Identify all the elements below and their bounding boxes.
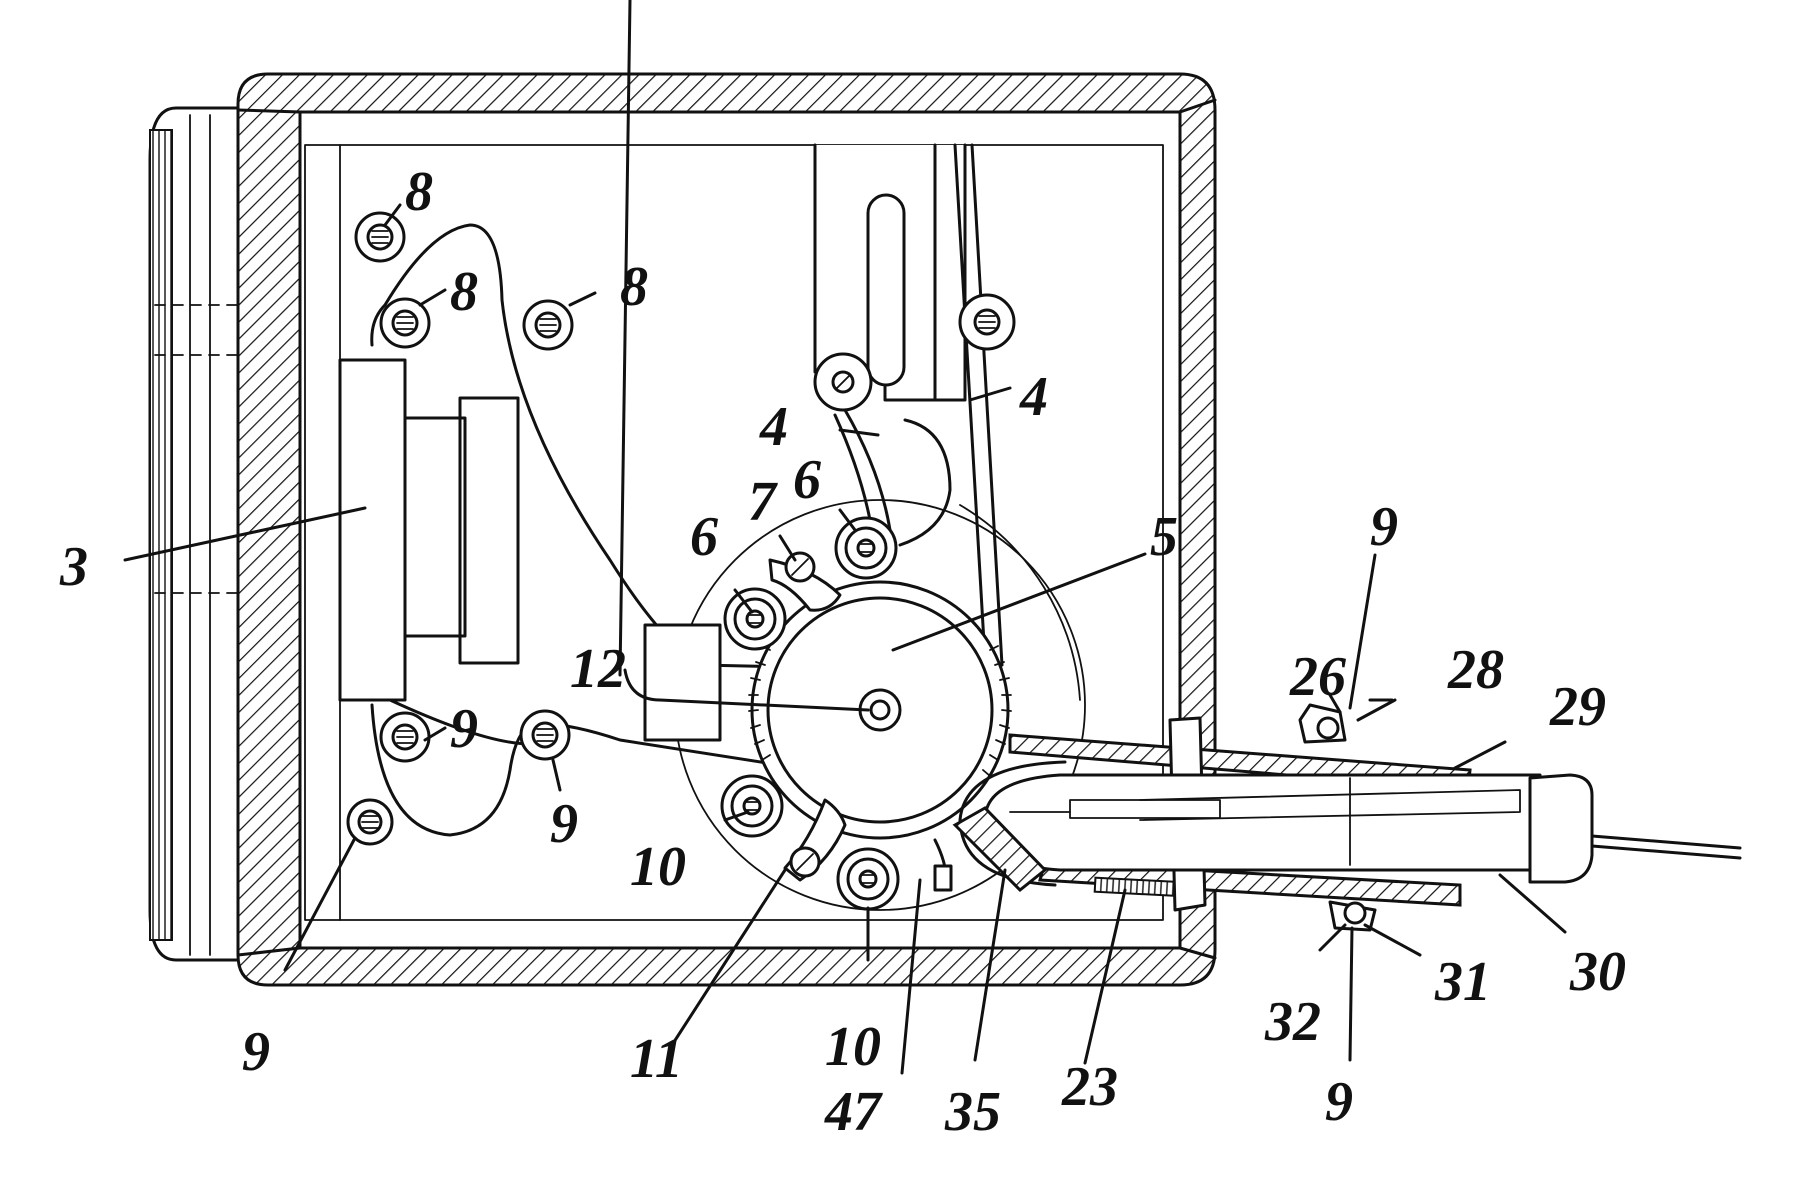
roller-6a — [723, 587, 787, 651]
roller-9c — [346, 798, 394, 846]
roller-8a — [354, 211, 406, 263]
label-5: 5 — [1150, 506, 1178, 568]
label-9-bottom-left: 9 — [242, 1021, 270, 1083]
roller-6b — [834, 516, 898, 580]
rollers — [346, 211, 1016, 911]
label-4-right: 4 — [1019, 366, 1048, 428]
label-4-left: 4 — [759, 396, 788, 458]
label-9-tube-top: 9 — [1370, 496, 1398, 558]
label-23: 23 — [1061, 1056, 1118, 1118]
label-26: 26 — [1289, 646, 1346, 708]
roller-10a — [720, 774, 784, 838]
reference-numerals: 3 4 4 5 6 6 7 8 8 8 9 9 9 9 9 10 10 11 1… — [59, 161, 1626, 1143]
roller-8b — [379, 297, 431, 349]
label-9-mid: 9 — [550, 793, 578, 855]
label-35: 35 — [944, 1081, 1001, 1143]
guide-4 — [813, 143, 1004, 667]
label-9-left-mid: 9 — [450, 698, 478, 760]
label-10-bottom: 10 — [825, 1016, 881, 1078]
pawls — [768, 551, 847, 882]
label-12: 12 — [570, 638, 626, 700]
label-8-mid: 8 — [450, 261, 478, 323]
plate-3 — [338, 358, 520, 702]
roller-8c — [522, 299, 574, 351]
drum-5 — [643, 580, 1012, 840]
label-8-right: 8 — [620, 256, 648, 318]
label-29: 29 — [1549, 676, 1606, 738]
leader-lines — [123, 0, 1567, 1075]
label-8-top: 8 — [405, 161, 433, 223]
roller-10b — [836, 847, 900, 911]
label-30: 30 — [1569, 941, 1626, 1003]
label-9-tube-bottom: 9 — [1325, 1071, 1353, 1133]
label-47: 47 — [824, 1081, 883, 1143]
label-10-left: 10 — [630, 836, 686, 898]
label-7: 7 — [748, 471, 778, 533]
label-6-left: 6 — [690, 506, 718, 568]
roller-upper-right — [958, 293, 1016, 351]
roller-9b — [519, 709, 571, 761]
roller-9a — [379, 711, 431, 763]
label-32: 32 — [1264, 991, 1321, 1053]
label-6-right: 6 — [793, 449, 821, 511]
side-knob — [148, 106, 252, 962]
label-28: 28 — [1447, 639, 1504, 701]
label-11: 11 — [630, 1028, 683, 1090]
casing-wall — [236, 72, 1217, 987]
label-31: 31 — [1434, 951, 1491, 1013]
tube-assembly — [933, 703, 1742, 932]
film-path — [370, 223, 792, 837]
label-3: 3 — [59, 536, 88, 598]
